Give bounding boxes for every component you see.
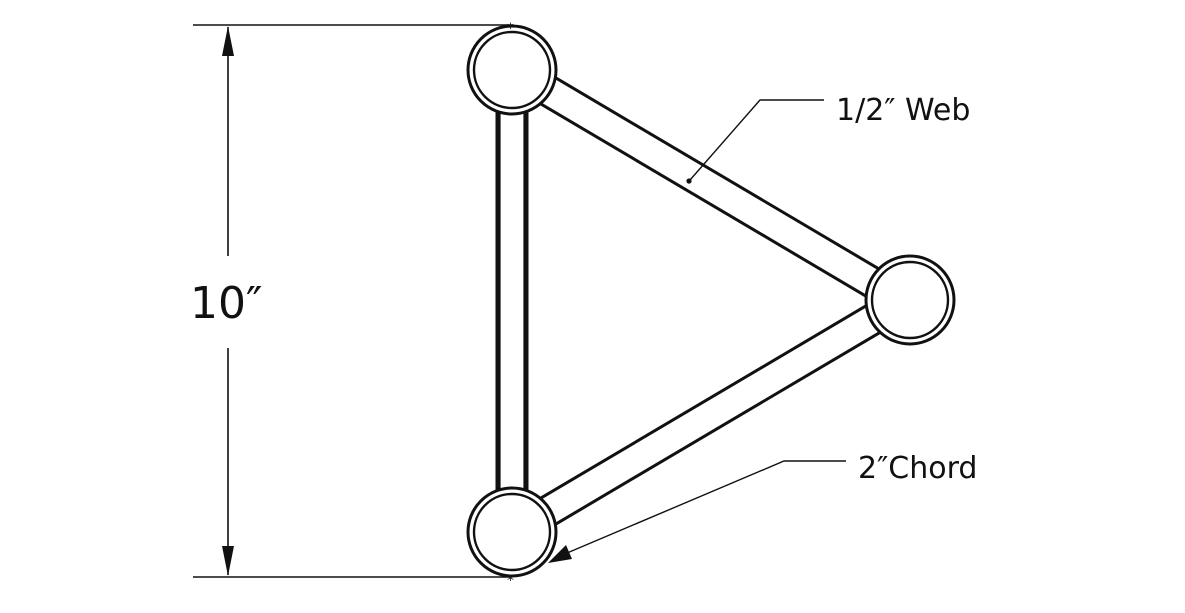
chord-callout-arrowhead	[548, 545, 572, 563]
dimension-arrow-top	[222, 26, 234, 56]
height-dimension	[193, 24, 512, 578]
chord-callout-leader	[559, 460, 846, 557]
web-member-upper	[531, 71, 889, 302]
chord-right	[864, 254, 956, 346]
dimension-label: 10″	[190, 278, 262, 329]
chord-callout	[559, 460, 846, 557]
web-member-lower	[531, 300, 889, 531]
dimension-point-marker-top: *	[507, 21, 514, 37]
web-member-left	[495, 100, 529, 505]
chord-callout-label: 2″Chord	[858, 451, 977, 486]
dimension-point-marker-bottom: *	[507, 573, 514, 589]
web-members	[495, 71, 889, 531]
chord-bottom	[466, 486, 558, 578]
dimension-arrow-bottom	[222, 546, 234, 576]
web-callout-label: 1/2″ Web	[836, 93, 970, 128]
web-callout-leader	[689, 99, 824, 181]
chord-top	[466, 24, 558, 116]
web-callout	[689, 99, 824, 181]
web-callout-dot	[686, 178, 692, 184]
